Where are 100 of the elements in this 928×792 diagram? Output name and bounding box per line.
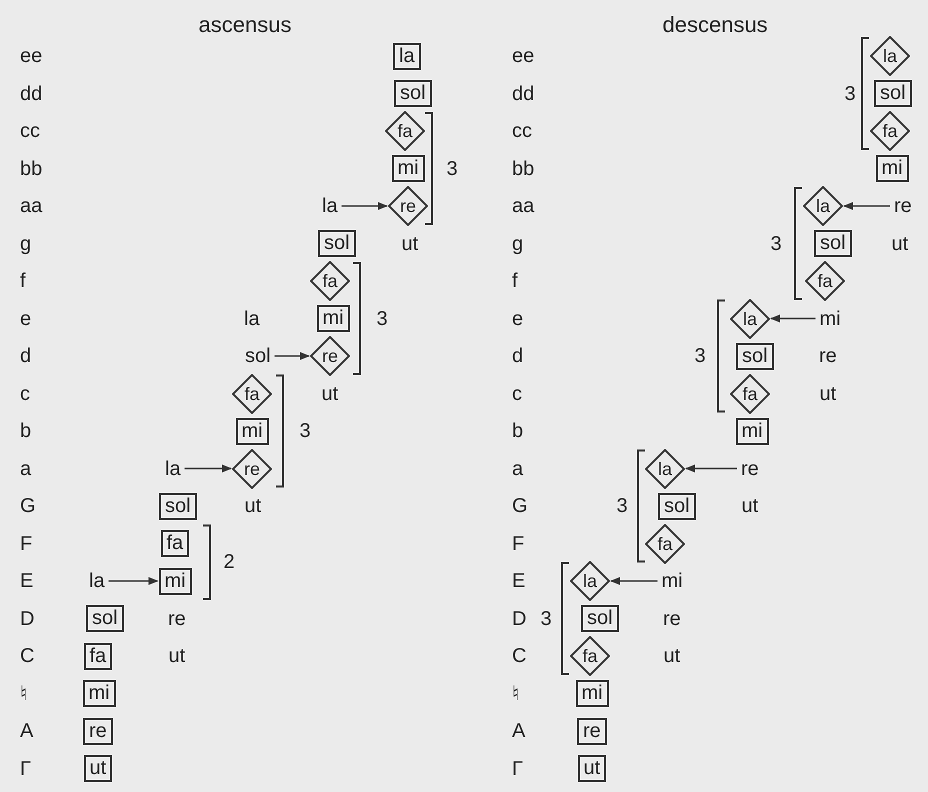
syllable-text: 3	[844, 82, 856, 106]
pitch-letter: F	[512, 532, 524, 556]
syllable-box: mi	[876, 155, 909, 182]
pitch-letter: e	[512, 306, 524, 330]
pitch-letter: dd	[20, 82, 42, 106]
syllable-text: mi	[820, 306, 841, 330]
column-heading: descensus	[662, 13, 768, 37]
syllable-text: ut	[244, 494, 262, 518]
syllable-box: sol	[736, 342, 774, 370]
pitch-letter: Γ	[20, 756, 32, 780]
pitch-letter: bb	[512, 156, 534, 180]
syllable-text: 3	[540, 606, 552, 630]
pitch-letter: G	[20, 494, 36, 518]
syllable-text: 3	[446, 156, 458, 180]
syllable-text: la	[89, 569, 105, 593]
syllable-diamond: re	[232, 448, 272, 488]
pitch-letter: a	[512, 456, 524, 480]
syllable-diamond: re	[388, 186, 428, 226]
syllable-text: la	[244, 306, 260, 330]
arrow	[274, 352, 310, 360]
pitch-letter: c	[20, 382, 30, 406]
syllable-box: sol	[394, 80, 432, 107]
syllable-box: mi	[392, 155, 425, 182]
syllable-text: ut	[892, 232, 908, 256]
arrow	[342, 202, 388, 210]
syllable-box: fa	[84, 642, 112, 670]
pitch-letter: aa	[512, 194, 534, 218]
arrow	[184, 464, 232, 472]
pitch-letter: E	[512, 569, 526, 593]
pitch-letter: Γ	[512, 756, 524, 780]
syllable-diamond: la	[730, 298, 770, 338]
syllable-text: la	[165, 456, 181, 480]
syllable-box: ut	[84, 755, 112, 782]
syllable-diamond: la	[803, 186, 843, 226]
syllable-diamond: la	[570, 561, 610, 601]
syllable-diamond: fa	[730, 374, 770, 414]
syllable-box: ut	[578, 755, 606, 782]
syllable-diamond: la	[645, 448, 685, 488]
pitch-letter: A	[20, 719, 34, 743]
syllable-text: ut	[664, 644, 680, 668]
pitch-letter: g	[512, 232, 524, 256]
arrow	[108, 577, 158, 585]
pitch-letter: cc	[512, 119, 532, 143]
syllable-diamond: re	[310, 336, 350, 376]
pitch-letter: bb	[20, 156, 42, 180]
syllable-text: 3	[616, 494, 628, 518]
pitch-letter: f	[20, 269, 26, 293]
syllable-diamond: fa	[310, 261, 350, 301]
syllable-box: sol	[874, 80, 912, 107]
arrow	[770, 314, 816, 322]
syllable-box: la	[393, 42, 421, 70]
syllable-text: sol	[245, 344, 271, 368]
syllable-text: 3	[770, 232, 782, 256]
syllable-text: re	[741, 456, 759, 480]
syllable-box: sol	[159, 492, 197, 520]
syllable-box: sol	[658, 492, 696, 520]
pitch-letter: D	[20, 606, 34, 630]
syllable-box: re	[83, 718, 113, 744]
syllable-box: sol	[318, 230, 356, 257]
pitch-letter: aa	[20, 194, 42, 218]
syllable-box: mi	[236, 418, 269, 444]
pitch-letter: ee	[512, 44, 534, 68]
syllable-box: mi	[736, 418, 769, 444]
syllable-text: re	[663, 606, 681, 630]
pitch-letter: D	[512, 606, 526, 630]
column-heading: ascensus	[198, 13, 292, 37]
pitch-letter: C	[512, 644, 526, 668]
syllable-box: sol	[86, 605, 124, 632]
pitch-letter: cc	[20, 119, 40, 143]
pitch-letter: F	[20, 532, 32, 556]
arrow	[610, 577, 658, 585]
pitch-letter: d	[20, 344, 32, 368]
syllable-text: 3	[376, 306, 388, 330]
pitch-letter: ♮	[512, 682, 519, 706]
pitch-letter: e	[20, 306, 32, 330]
syllable-text: 3	[694, 344, 706, 368]
arrow	[685, 464, 737, 472]
syllable-diamond: fa	[570, 636, 610, 676]
pitch-letter: C	[20, 644, 34, 668]
pitch-letter: a	[20, 456, 32, 480]
syllable-diamond: fa	[805, 261, 845, 301]
syllable-diamond: fa	[385, 111, 425, 151]
syllable-box: fa	[160, 530, 190, 557]
syllable-text: ut	[322, 382, 338, 406]
syllable-text: re	[168, 606, 186, 630]
syllable-text: 3	[300, 419, 311, 443]
syllable-diamond: la	[870, 36, 910, 76]
syllable-box: sol	[814, 230, 852, 257]
pitch-letter: A	[512, 719, 526, 743]
syllable-text: ut	[820, 382, 836, 406]
pitch-letter: E	[20, 569, 34, 593]
syllable-text: ut	[402, 232, 418, 256]
syllable-text: mi	[662, 569, 683, 593]
pitch-letter: G	[512, 494, 528, 518]
syllable-text: la	[322, 194, 338, 218]
syllable-box: mi	[316, 305, 350, 332]
pitch-letter: g	[20, 232, 32, 256]
arrow	[843, 202, 890, 210]
syllable-box: mi	[576, 680, 609, 707]
syllable-text: ut	[742, 494, 758, 518]
